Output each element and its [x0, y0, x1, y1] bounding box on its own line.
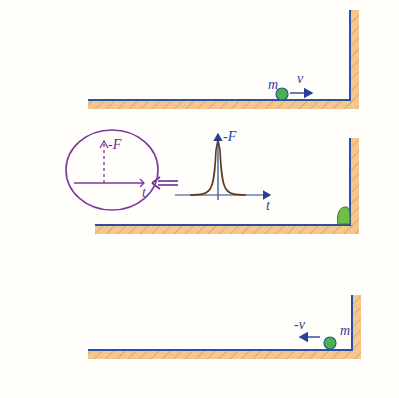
figure-label: v⃗: [297, 72, 314, 86]
axis-label: -F: [108, 138, 121, 152]
figure-label: m: [340, 324, 350, 338]
figure-label: t: [266, 199, 270, 213]
figure-label: -F: [223, 130, 236, 144]
graph-ellipse: -F t: [64, 128, 160, 212]
figure-label: m: [268, 78, 278, 92]
figure-label: -v⃗: [294, 318, 316, 332]
axis-label: t: [142, 186, 146, 200]
